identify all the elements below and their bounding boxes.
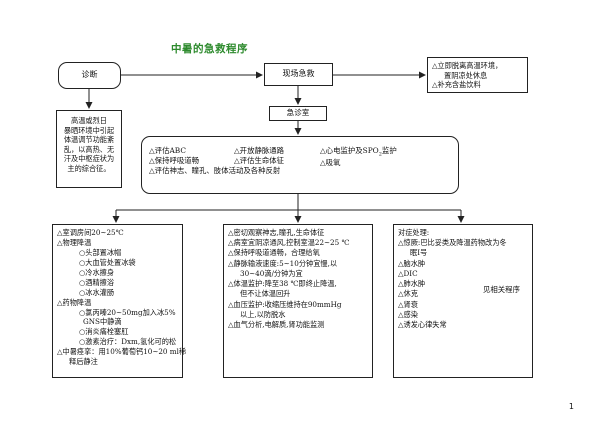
note-line: 体温调节功能紊: [63, 135, 115, 144]
see-related-procedure-label: 见相关程序: [483, 285, 520, 294]
assessment-col-3: △心电监护及SPO2监护 △吸氧: [320, 146, 397, 168]
diagnosis-box: 诊断: [58, 62, 121, 89]
symptomatic-item: △休克: [398, 289, 418, 299]
cooling-subitem: ○氯丙嗪20~50mg加入冰5%: [79, 307, 176, 317]
assessment-item-spo2: △心电监护及SPO2监护: [320, 146, 397, 158]
cooling-subitem: ○激素治疗：Dxm,氢化可的松: [79, 337, 177, 347]
symptomatic-item: 眠Ⅰ号: [410, 248, 428, 258]
monitoring-item: △血压监护:收缩压维持在90mmHg: [228, 299, 342, 309]
symptomatic-item: △惊厥:巴比妥类及降温药物改为冬: [398, 238, 507, 248]
symptomatic-item: △感染: [398, 309, 418, 319]
cooling-subitem: ○大血管处置冰袋: [79, 257, 136, 267]
monitoring-item: △密切观察神志,瞳孔,生命体征: [228, 228, 325, 237]
cooling-item: △室调房间20~25℃: [57, 228, 124, 237]
monitoring-box: △密切观察神志,瞳孔,生命体征 △病室宜阴凉通风,控制室温22~25 ℃ △保持…: [223, 224, 373, 378]
note-line: 暴晒环境中引起: [63, 125, 115, 135]
note-line: 高温或烈日: [71, 116, 107, 125]
diagnosis-label: 诊断: [81, 70, 98, 80]
note-line: 主的综合征。: [67, 163, 111, 173]
cooling-item: △物理降温: [57, 237, 92, 247]
assessment-item: △评估神志、瞳孔、肢体活动及各种反射: [149, 165, 281, 175]
symptomatic-box: 对症处理: △惊厥:巴比妥类及降温药物改为冬 眠Ⅰ号 △脑水肿 △DIC △肺水…: [393, 224, 533, 378]
diagnosis-note-box: 高温或烈日 暴晒环境中引起 体温调节功能紊 乱，以高热、无 汗及中枢症状为 主的…: [56, 110, 122, 188]
page-number: 1: [568, 402, 574, 411]
cooling-subitem: ○冷水擦身: [79, 267, 115, 277]
assessment-item: △评估ABC: [149, 146, 187, 155]
assessment-item: △保持呼吸道畅: [149, 155, 200, 165]
er-label: 急诊室: [286, 108, 310, 118]
onsite-actions-box: △立即脱离高温环境， 置阴凉处休息 △补充含盐饮料: [427, 57, 528, 93]
symptomatic-item: △肾衰: [398, 299, 418, 309]
assessment-col-1: △评估ABC △保持呼吸道畅 △评估神志、瞳孔、肢体活动及各种反射: [149, 146, 280, 176]
monitoring-item: 30~40滴/分钟为宜: [240, 268, 303, 278]
symptomatic-item: △脑水肿: [398, 258, 426, 268]
assessment-item: △吸氧: [320, 158, 341, 168]
cooling-subitem: ○头部置冰帽: [79, 247, 122, 257]
assessment-box: △评估ABC △保持呼吸道畅 △评估神志、瞳孔、肢体活动及各种反射 △开放静脉通…: [141, 136, 459, 194]
onsite-action-line: △立即脱离高温环境，: [432, 61, 503, 70]
page-title: 中暑的急救程序: [171, 43, 248, 55]
assessment-item: △开放静脉通路: [234, 146, 285, 155]
onsite-box: 现场急救: [264, 63, 333, 86]
cooling-subitem: ○冰水灌肠: [79, 287, 115, 297]
cooling-item: △中暑痉挛：用10%葡萄钙10~20 ml稀: [57, 347, 187, 357]
cooling-item: △药物降温: [57, 297, 92, 307]
note-line: 汗及中枢症状为: [63, 154, 115, 163]
symptomatic-header: 对症处理:: [398, 228, 430, 237]
monitoring-item: △体温监护:降至38 ℃即终止降温,: [228, 279, 337, 289]
cooling-subitem: ○酒精擦浴: [79, 277, 115, 287]
monitoring-item: △病室宜阴凉通风,控制室温22~25 ℃: [228, 238, 350, 248]
onsite-action-line: △补充含盐饮料: [432, 80, 481, 89]
monitoring-item: △血气分析,电解质,肾功能监测: [228, 319, 325, 329]
symptomatic-item: △肺水肿: [398, 279, 426, 289]
monitoring-item: △保持呼吸道通畅，合理给氧: [228, 248, 320, 258]
note-line: 乱，以高热、无: [63, 144, 115, 154]
cooling-item: 释后静注: [69, 357, 98, 367]
er-box: 急诊室: [269, 106, 327, 121]
symptomatic-item: △诱发心律失常: [398, 319, 447, 329]
monitoring-item: △静脉输液速度:5~10分钟宜慢,以: [228, 258, 338, 268]
monitoring-item: 但不让体温回升: [240, 289, 291, 299]
cooling-box: △室调房间20~25℃ △物理降温 ○头部置冰帽 ○大血管处置冰袋 ○冷水擦身 …: [52, 224, 187, 378]
cooling-subitem: ○消炎痛栓塞肛: [79, 327, 129, 337]
onsite-label: 现场急救: [282, 69, 315, 79]
assessment-col-2: △开放静脉通路 △评估生命体征: [234, 146, 284, 166]
assessment-item: △评估生命体征: [234, 155, 285, 165]
cooling-subitem: GNS中静滴: [83, 317, 122, 327]
onsite-action-line: 置阴凉处休息: [444, 70, 488, 80]
monitoring-item: 以上,以防脱水: [240, 309, 286, 319]
symptomatic-item: △DIC: [398, 268, 418, 278]
